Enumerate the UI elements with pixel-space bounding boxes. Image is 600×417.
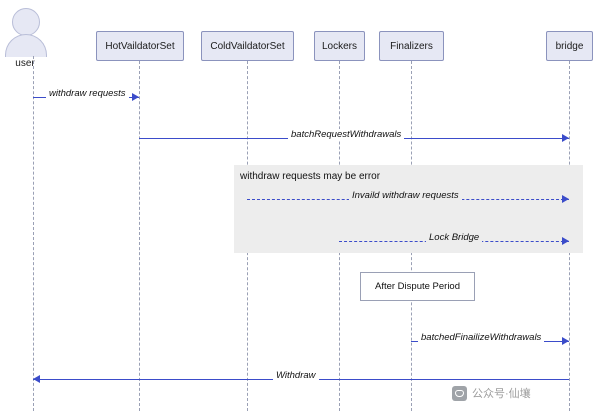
note-label: After Dispute Period bbox=[374, 281, 460, 292]
participant-label: ColdVaildatorSet bbox=[210, 40, 285, 52]
note-after-dispute-period: After Dispute Period bbox=[360, 272, 475, 301]
participant-coldvaildatorset[interactable]: ColdVaildatorSet bbox=[201, 31, 294, 61]
watermark-text: 公众号·仙壤 bbox=[472, 388, 531, 400]
message-arrow-withdraw-requests bbox=[132, 93, 139, 101]
participant-bridge[interactable]: bridge bbox=[546, 31, 593, 61]
fragment-withdraw-requests-may-be-error bbox=[234, 165, 583, 253]
message-arrow-batchedfinailizewithdrawals bbox=[562, 337, 569, 345]
participant-label: bridge bbox=[555, 40, 584, 52]
actor-head-icon bbox=[12, 8, 40, 36]
participant-label: HotVaildatorSet bbox=[105, 40, 175, 52]
actor-body-icon bbox=[5, 34, 47, 57]
watermark: 公众号·仙壤 bbox=[452, 385, 531, 401]
participant-label: Lockers bbox=[321, 40, 357, 52]
message-label-batchrequestwithdrawals: batchRequestWithdrawals bbox=[288, 129, 405, 140]
message-label-lock-bridge: Lock Bridge bbox=[426, 232, 483, 243]
message-arrow-lock-bridge bbox=[562, 237, 569, 245]
message-arrow-batchrequestwithdrawals bbox=[562, 134, 569, 142]
message-label-withdraw-requests: withdraw requests bbox=[46, 88, 129, 99]
participant-finalizers[interactable]: Finalizers bbox=[379, 31, 444, 61]
participant-hotvaildatorset[interactable]: HotVaildatorSet bbox=[96, 31, 184, 61]
actor-label-user: user bbox=[15, 58, 35, 69]
lifeline-hotvaildatorset bbox=[139, 61, 140, 411]
message-arrow-invaild-withdraw-requests bbox=[562, 195, 569, 203]
watermark-logo-icon bbox=[452, 385, 467, 401]
message-label-withdraw: Withdraw bbox=[273, 370, 319, 381]
fragment-label: withdraw requests may be error bbox=[240, 171, 381, 182]
participant-lockers[interactable]: Lockers bbox=[314, 31, 365, 61]
message-label-batchedfinailizewithdrawals: batchedFinailizeWithdrawals bbox=[418, 332, 545, 343]
participant-label: Finalizers bbox=[390, 40, 433, 52]
message-label-invaild-withdraw-requests: Invaild withdraw requests bbox=[349, 190, 462, 201]
message-arrow-withdraw bbox=[33, 375, 40, 383]
lifeline-user bbox=[33, 56, 34, 411]
